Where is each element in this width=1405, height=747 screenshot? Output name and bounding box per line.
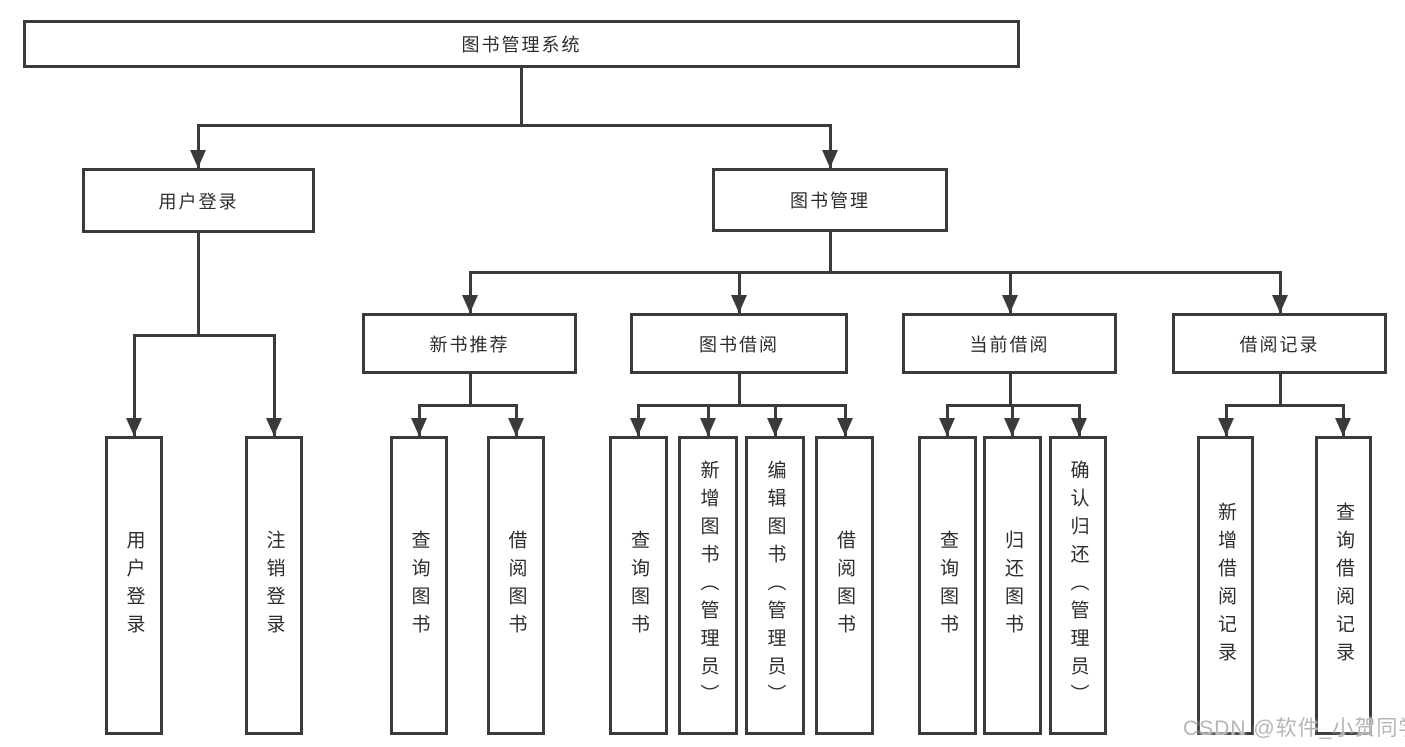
leaf-borrow-books-recommend-label: 借阅图书 <box>505 529 527 642</box>
connector-vline <box>197 125 200 168</box>
connector-vline <box>273 335 276 436</box>
arrow-down-icon <box>939 418 955 436</box>
connector-hline <box>469 271 1282 274</box>
connector-vline <box>469 272 472 313</box>
leaf-return-book-label: 归还图书 <box>1002 529 1023 642</box>
leaf-user-login: 用户登录 <box>105 436 163 735</box>
arrow-down-icon <box>126 418 142 436</box>
arrow-down-icon <box>1335 418 1351 436</box>
arrow-down-icon <box>630 418 646 436</box>
leaf-query-books-current-label: 查询图书 <box>937 529 958 642</box>
connector-vline <box>738 272 741 313</box>
leaf-logout: 注销登录 <box>245 436 303 735</box>
leaf-query-books-current: 查询图书 <box>918 436 977 735</box>
node-borrow-records-label: 借阅记录 <box>1239 334 1320 355</box>
leaf-add-borrow-record: 新增借阅记录 <box>1197 436 1254 735</box>
arrow-down-icon <box>508 418 524 436</box>
connector-vline <box>1009 272 1012 313</box>
leaf-borrow-books-borrowing: 借阅图书 <box>815 436 874 735</box>
connector-vline <box>829 232 832 272</box>
arrow-down-icon <box>1218 418 1234 436</box>
node-new-book-recommend-label: 新书推荐 <box>429 334 510 355</box>
connector-vline <box>829 125 832 168</box>
connector-vline <box>469 374 472 405</box>
connector-vline <box>197 233 200 335</box>
leaf-query-borrow-record-label: 查询借阅记录 <box>1333 501 1354 670</box>
leaf-query-books-recommend-label: 查询图书 <box>408 529 430 642</box>
node-current-borrowing: 当前借阅 <box>902 313 1117 374</box>
arrow-down-icon <box>700 418 716 436</box>
node-new-book-recommend: 新书推荐 <box>362 313 577 374</box>
node-book-borrowing: 图书借阅 <box>630 313 848 374</box>
node-book-management-label: 图书管理 <box>790 191 870 211</box>
arrow-down-icon <box>1004 418 1020 436</box>
arrow-down-icon <box>190 150 206 168</box>
arrow-down-icon <box>266 418 282 436</box>
node-current-borrowing-label: 当前借阅 <box>969 334 1050 355</box>
node-borrow-records: 借阅记录 <box>1172 313 1387 374</box>
arrow-down-icon <box>767 418 783 436</box>
leaf-return-book: 归还图书 <box>983 436 1042 735</box>
node-library-system-label: 图书管理系统 <box>461 35 582 55</box>
connector-hline <box>133 334 276 337</box>
connector-hline <box>197 124 832 127</box>
arrow-down-icon <box>411 418 427 436</box>
connector-vline <box>1279 272 1282 313</box>
node-book-borrowing-label: 图书借阅 <box>699 334 779 355</box>
leaf-query-books-borrowing-label: 查询图书 <box>628 529 649 642</box>
leaf-add-book-admin: 新增图书（管理员） <box>678 436 738 735</box>
arrow-down-icon <box>462 295 478 313</box>
arrow-down-icon <box>837 418 853 436</box>
csdn-watermark: CSDN @软件_小贺同学 <box>1183 717 1405 740</box>
connector-vline <box>738 374 741 405</box>
leaf-confirm-return-admin: 确认归还（管理员） <box>1049 436 1107 735</box>
leaf-logout-label: 注销登录 <box>263 529 285 642</box>
node-user-login: 用户登录 <box>82 168 315 233</box>
leaf-query-books-recommend: 查询图书 <box>390 436 448 735</box>
leaf-user-login-label: 用户登录 <box>123 529 145 642</box>
leaf-borrow-books-recommend: 借阅图书 <box>487 436 545 735</box>
connector-hline <box>1225 404 1345 407</box>
connector-hline <box>418 404 518 407</box>
node-user-login-label: 用户登录 <box>158 191 239 212</box>
node-library-system: 图书管理系统 <box>23 20 1020 68</box>
leaf-add-borrow-record-label: 新增借阅记录 <box>1215 501 1236 670</box>
connector-vline <box>1009 374 1012 405</box>
arrow-down-icon <box>1272 295 1288 313</box>
leaf-borrow-books-borrowing-label: 借阅图书 <box>834 529 855 642</box>
leaf-confirm-return-admin-label: 确认归还（管理员） <box>1067 459 1089 712</box>
arrow-down-icon <box>1071 418 1087 436</box>
connector-vline <box>133 335 136 436</box>
arrow-down-icon <box>1002 295 1018 313</box>
connector-vline <box>1279 374 1282 405</box>
leaf-edit-book-admin-label: 编辑图书（管理员） <box>764 459 786 712</box>
leaf-query-books-borrowing: 查询图书 <box>609 436 668 735</box>
arrow-down-icon <box>731 295 747 313</box>
connector-hline <box>637 404 847 407</box>
leaf-add-book-admin-label: 新增图书（管理员） <box>697 459 719 712</box>
leaf-edit-book-admin: 编辑图书（管理员） <box>745 436 805 735</box>
arrow-down-icon <box>822 150 838 168</box>
node-book-management: 图书管理 <box>712 168 948 232</box>
leaf-query-borrow-record: 查询借阅记录 <box>1315 436 1372 735</box>
connector-vline <box>520 68 523 125</box>
